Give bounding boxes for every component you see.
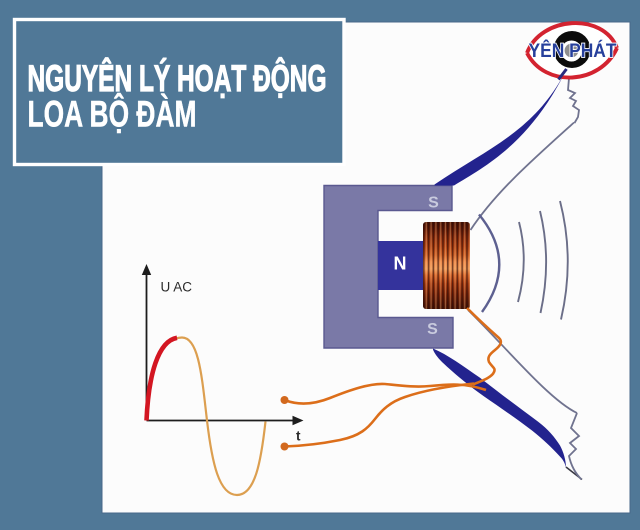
svg-text:LOA BỘ ĐÀM: LOA BỘ ĐÀM <box>28 93 197 135</box>
svg-text:U AC: U AC <box>161 280 193 295</box>
svg-text:S: S <box>427 321 438 338</box>
svg-text:S: S <box>428 195 439 212</box>
svg-text:t: t <box>296 429 301 444</box>
svg-text:YÊN PHÁT: YÊN PHÁT <box>529 38 617 62</box>
svg-text:NGUYÊN LÝ HOẠT ĐỘNG: NGUYÊN LÝ HOẠT ĐỘNG <box>28 57 327 99</box>
svg-text:N: N <box>394 254 407 274</box>
